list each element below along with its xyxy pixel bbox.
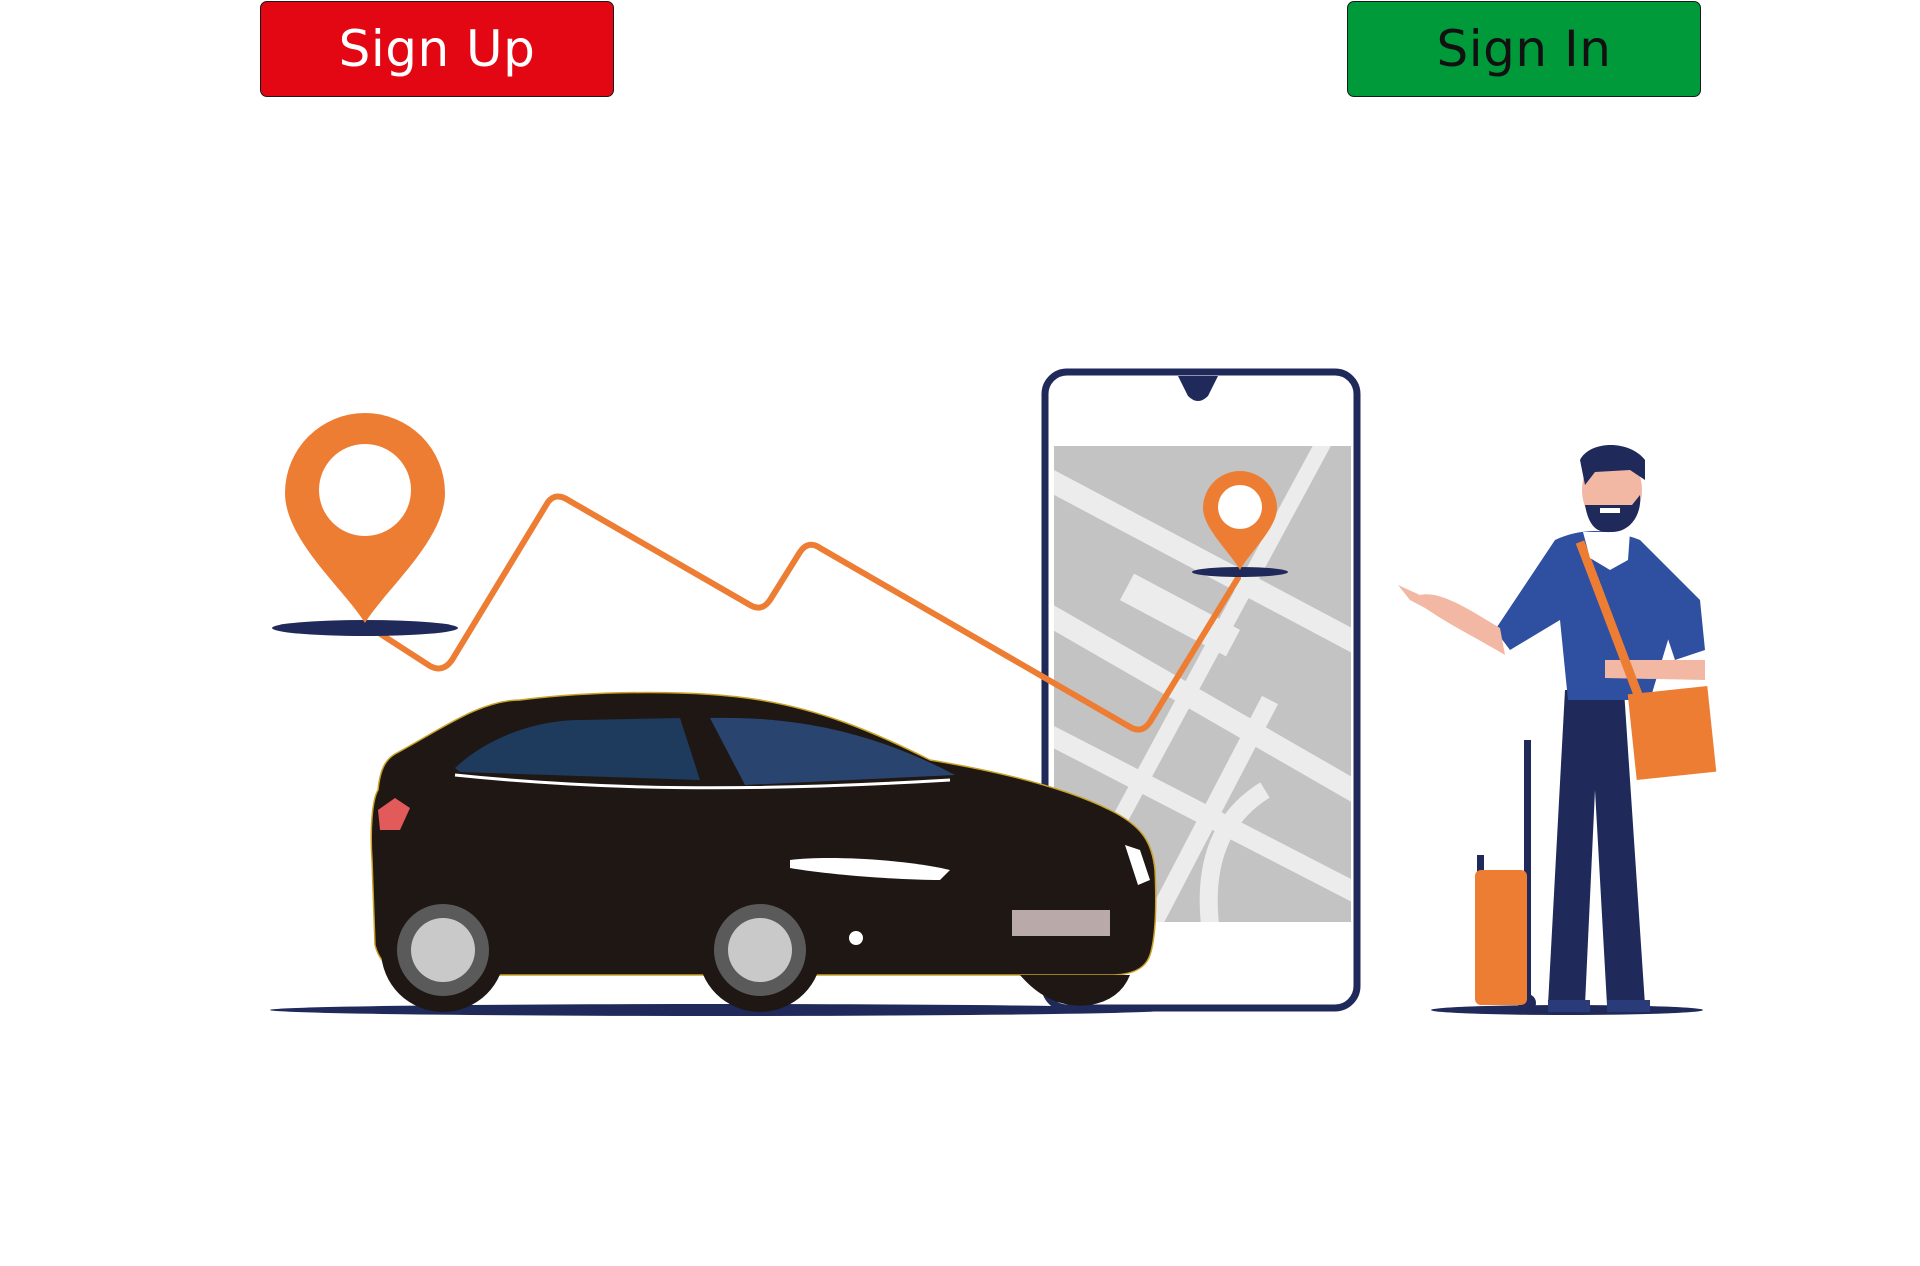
sign-in-button[interactable]: Sign In [1347, 1, 1701, 97]
sign-up-button[interactable]: Sign Up [260, 1, 614, 97]
traveler-illustration [1398, 445, 1717, 1012]
car-ground-shadow [270, 1004, 1170, 1016]
start-location-pin-icon [272, 413, 458, 636]
car-illustration [370, 691, 1157, 1012]
route-line [362, 493, 1241, 733]
destination-location-pin-icon [1192, 471, 1288, 577]
suitcase-icon [1475, 740, 1536, 1012]
